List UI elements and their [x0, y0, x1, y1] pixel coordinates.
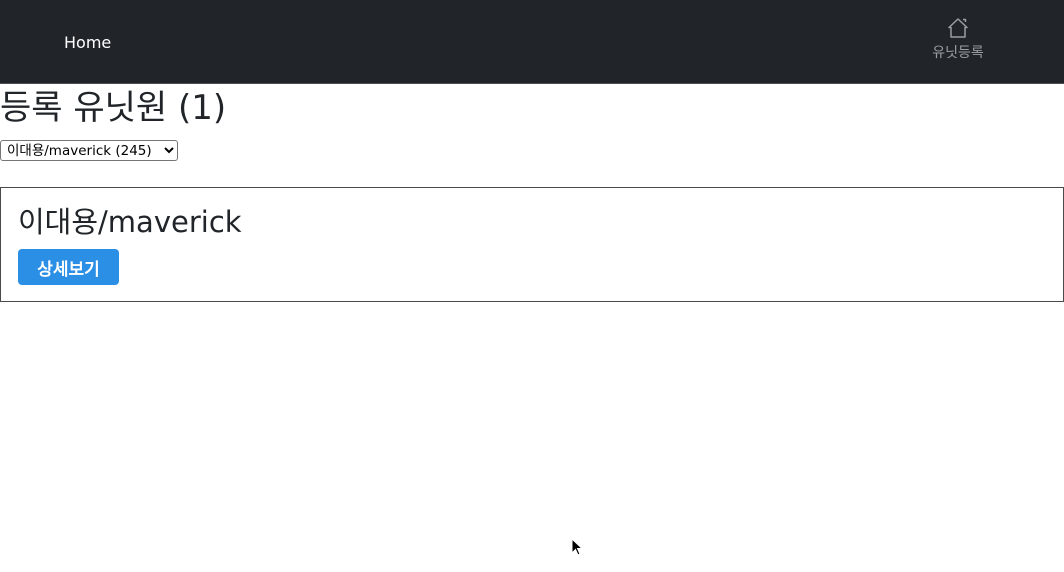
nav-unit-register[interactable]: 유닛등록 [928, 16, 988, 68]
member-select[interactable]: 이대용/maverick (245) [0, 140, 178, 161]
home-icon [948, 18, 968, 38]
member-name: 이대용/maverick [18, 205, 242, 239]
nav-unit-register-label: 유닛등록 [932, 45, 984, 61]
detail-button[interactable]: 상세보기 [18, 249, 119, 285]
page-title: 등록 유닛원 (1) [0, 88, 227, 128]
member-card: 이대용/maverick 상세보기 [0, 187, 1064, 302]
nav-home-link[interactable]: Home [64, 33, 112, 52]
top-navbar: Home 유닛등록 [0, 0, 1064, 84]
mouse-cursor-icon [571, 538, 583, 556]
